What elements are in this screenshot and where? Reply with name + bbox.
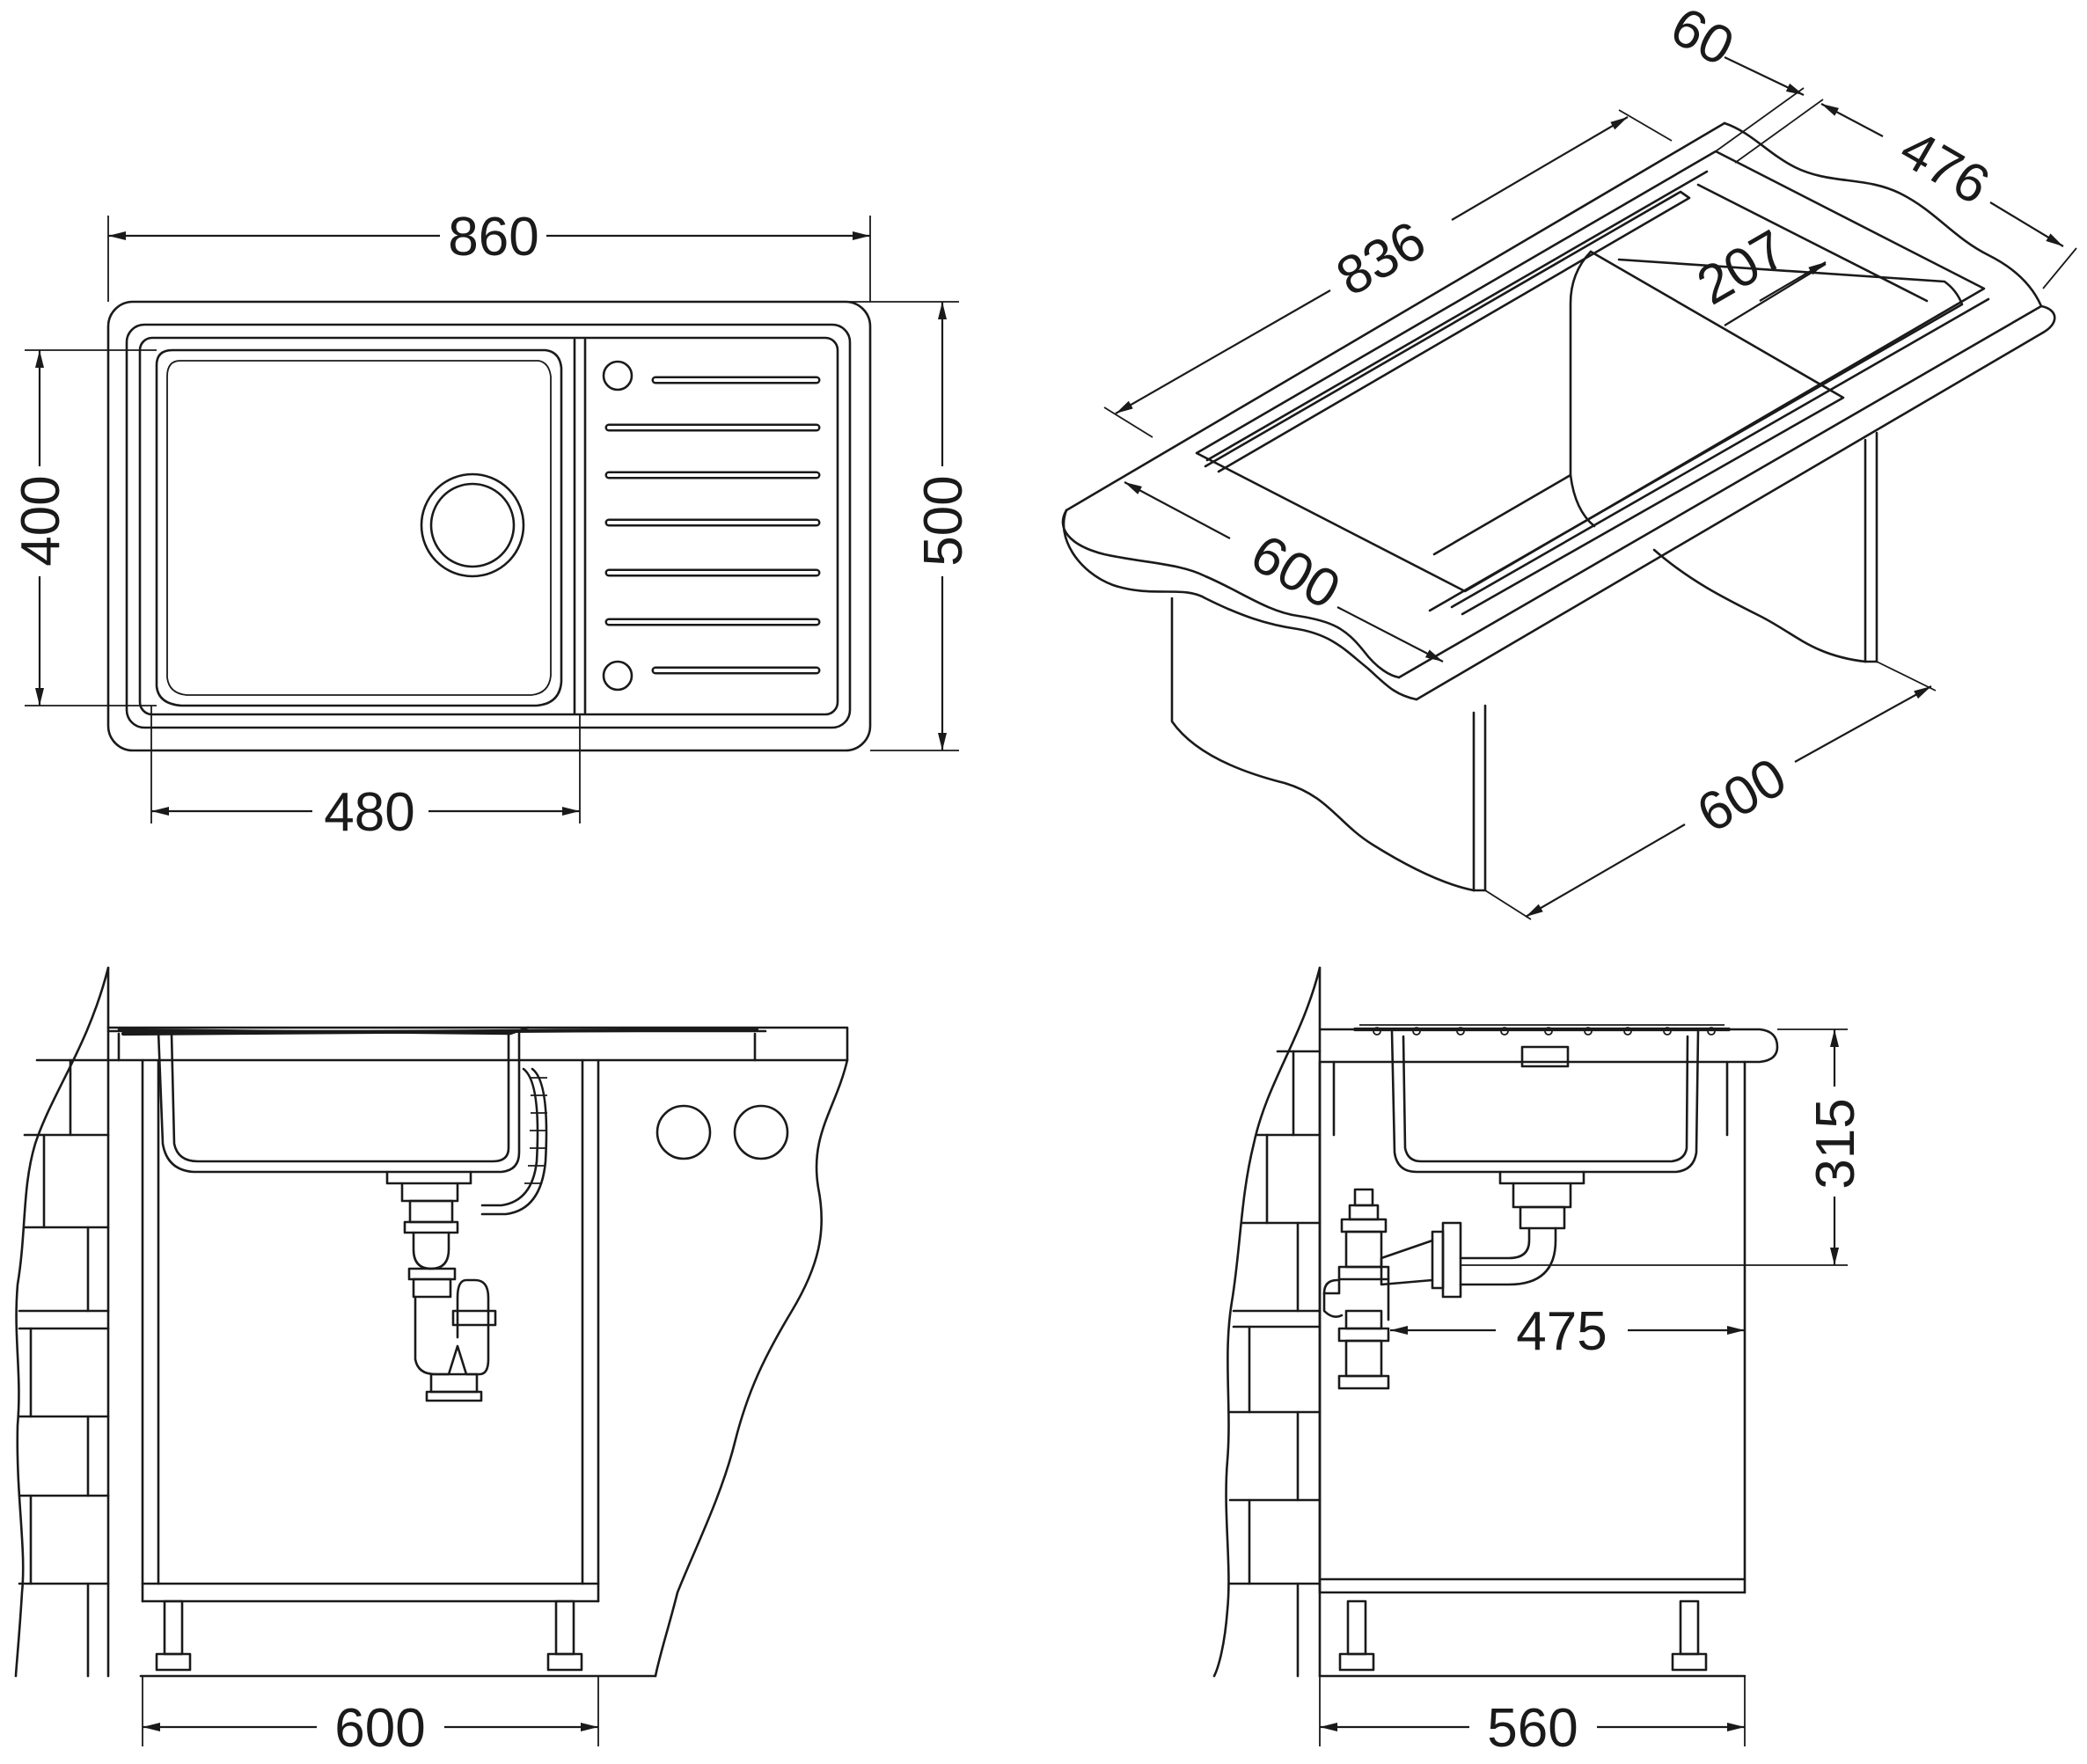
tap-hole [602,360,633,392]
side-view: 315 475 560 [1212,966,1866,1759]
label-overall-depth: 500 [913,475,974,566]
front-view: 600 [14,966,849,1759]
label-bowl-width: 480 [324,782,414,843]
label-iso-flange: 60 [1661,0,1743,78]
side-brick-wall [1228,1050,1322,1678]
bowl-outline [155,348,563,707]
label-iso-cabinet-depth: 600 [1241,523,1350,621]
label-iso-cabinet-width: 600 [1688,747,1797,845]
label-front-cabinet-width: 600 [334,1698,425,1759]
label-side-height: 315 [1805,1098,1866,1189]
top-view: 860 500 400 480 [11,207,974,843]
isometric-view: 836 60 476 207 600 600 [1061,0,2077,920]
label-side-drain-distance: 475 [1516,1301,1607,1362]
label-side-cabinet-width: 560 [1487,1698,1578,1759]
drainer-ribs-side [1373,1027,1716,1036]
drainer-ribs [604,376,821,675]
label-bowl-depth: 400 [11,475,71,566]
label-iso-length: 836 [1327,210,1436,308]
brick-wall [18,1058,110,1678]
label-iso-drainer: 207 [1688,219,1797,317]
label-overall-width: 860 [448,207,538,267]
label-iso-width: 476 [1890,119,1999,216]
overflow-hole [602,660,633,692]
drain-outlet [420,472,525,578]
